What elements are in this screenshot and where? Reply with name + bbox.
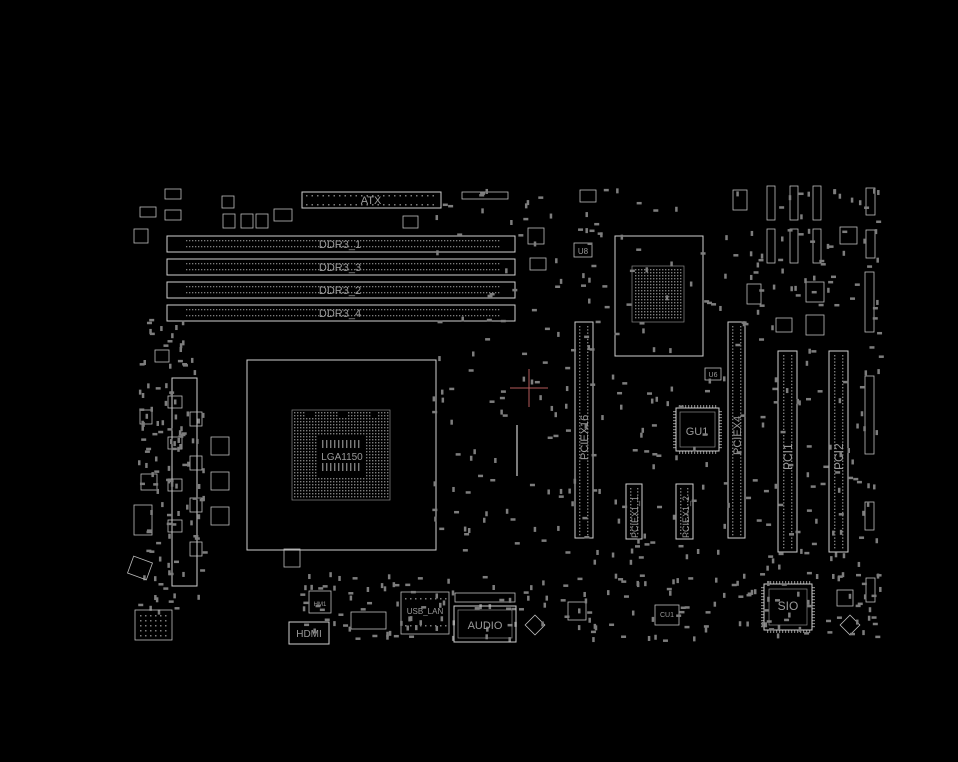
ddr3-slot-3[interactable]: DDR3_3 [166, 258, 516, 276]
ddr3-slot-4[interactable]: DDR3_4 [166, 304, 516, 322]
audio-connector[interactable]: AUDIO [453, 605, 517, 643]
u8-label: U8 [578, 247, 589, 256]
cpu-socket[interactable]: LGA1150 [246, 359, 437, 568]
cpu-socket-label: LGA1150 [321, 452, 363, 463]
ddr3-3-label: DDR3_3 [319, 262, 361, 274]
cu1-label: CU1 [660, 612, 674, 619]
gu1-chip[interactable]: GU1 U6 [673, 367, 722, 454]
right-headers [732, 185, 884, 603]
rear-io-connectors: HM1 USB_LAN CU1 [127, 555, 882, 643]
sio-chip[interactable]: SIO [761, 581, 854, 633]
gu1-label: GU1 [686, 426, 709, 438]
pciex16-label: PCIEX16 [579, 415, 591, 460]
ddr3-slot-2[interactable]: DDR3_2 [166, 281, 516, 299]
pciex1-1-slot[interactable]: PCIEX1_1 [625, 483, 643, 540]
pciex1-1-label: PCIEX1_1 [630, 496, 640, 538]
pciex4-slot[interactable]: PCIEX4 [727, 321, 746, 539]
pciex1-2-label: PCIEX1_2 [681, 496, 691, 538]
vrm-area [133, 318, 230, 615]
top-left-components [133, 188, 597, 271]
atx-label: ATX [361, 195, 382, 207]
pci2-label: PCI2 [832, 443, 846, 470]
pch-chip[interactable]: U8 [573, 235, 704, 357]
pciex1-2-slot[interactable]: PCIEX1_2 [675, 483, 694, 540]
pciex16-slot[interactable]: PCIEX16 [574, 321, 594, 539]
pci1-label: PCI1 [781, 443, 795, 470]
ddr3-2-label: DDR3_2 [319, 285, 361, 297]
u6-label: U6 [709, 372, 718, 379]
audio-label: AUDIO [468, 620, 503, 632]
usb-lan-label: USB_LAN [407, 607, 444, 616]
ddr3-4-label: DDR3_4 [319, 308, 361, 320]
crosshair-marker [510, 369, 548, 407]
hdmi-connector[interactable]: HDMI [288, 621, 330, 645]
pciex4-label: PCIEX4 [732, 416, 744, 455]
hdmi-label: HDMI [296, 629, 322, 640]
ddr3-1-label: DDR3_1 [319, 239, 361, 251]
ddr3-slot-1[interactable]: DDR3_1 [166, 235, 516, 253]
pci1-slot[interactable]: PCI1 [777, 350, 798, 553]
atx-connector[interactable]: ATX [301, 191, 442, 209]
sio-label: SIO [778, 599, 799, 613]
